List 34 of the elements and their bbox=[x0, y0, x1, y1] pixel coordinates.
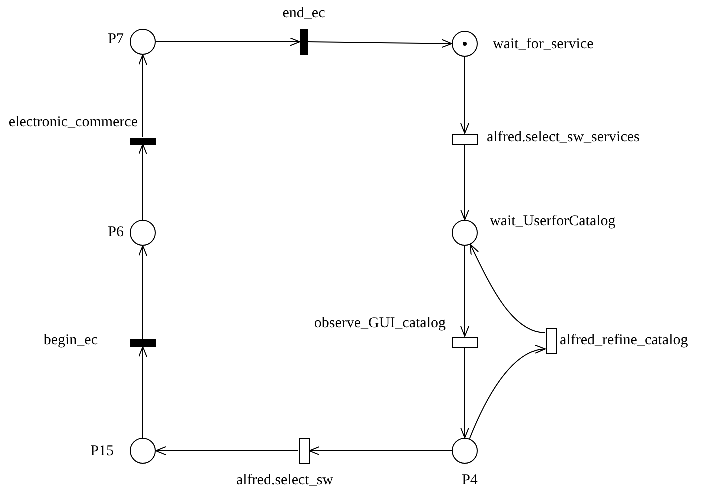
arc-arrow bbox=[138, 54, 148, 138]
arc-arrow bbox=[309, 446, 452, 456]
arc-arrow bbox=[460, 56, 470, 134]
arc-arrow bbox=[156, 446, 299, 456]
node-label: begin_ec bbox=[44, 334, 98, 348]
arc-arrow bbox=[460, 347, 470, 438]
node-label: end_ec bbox=[282, 6, 326, 22]
node-label: observe_GUI_catalog bbox=[314, 316, 446, 332]
node-label: wait_UserforCatalog bbox=[490, 214, 616, 230]
transition-box bbox=[452, 134, 478, 144]
arc-arrow bbox=[469, 346, 546, 440]
arc-arrow bbox=[460, 144, 470, 220]
arc-arrow bbox=[308, 39, 452, 48]
node-label: electronic_commerce bbox=[8, 116, 138, 130]
node-label: alfred.select_sw_services bbox=[487, 130, 640, 146]
arc-arrow bbox=[470, 244, 546, 334]
arc-arrow bbox=[138, 144, 148, 220]
arc-arrow bbox=[460, 246, 470, 337]
transition-box bbox=[452, 336, 478, 348]
transition-bar bbox=[300, 29, 308, 55]
node-label: P6 bbox=[108, 226, 124, 240]
node-label: P4 bbox=[462, 474, 478, 488]
node-label: alfred_refine_catalog bbox=[560, 334, 688, 348]
arc-arrow bbox=[138, 246, 148, 340]
arc-arrow bbox=[156, 38, 300, 46]
node-label: P15 bbox=[90, 444, 114, 460]
transition-bar bbox=[130, 138, 156, 144]
node-label: P7 bbox=[108, 32, 124, 48]
node-label: alfred.select_sw bbox=[236, 474, 334, 488]
transition-box bbox=[298, 438, 310, 464]
node-label: wait_for_service bbox=[493, 38, 594, 52]
arc-arrow bbox=[138, 346, 148, 438]
transition-box bbox=[546, 328, 556, 354]
transition-bar bbox=[130, 339, 156, 347]
